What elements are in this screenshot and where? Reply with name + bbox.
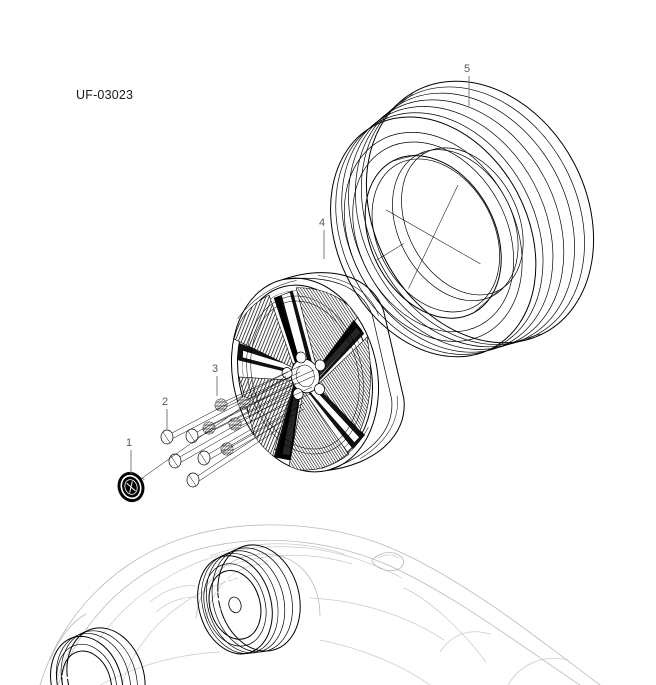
callout-4-number: 4 — [319, 217, 325, 229]
callout-1: 1 — [126, 437, 132, 474]
alloy-wheel-illustration — [230, 272, 405, 473]
callout-4: 4 — [319, 217, 325, 259]
callout-3-number: 3 — [212, 363, 218, 375]
vehicle-ghost-illustration — [39, 524, 601, 685]
center-cap-illustration — [117, 375, 287, 503]
callout-2-number: 2 — [162, 396, 168, 408]
callout-2: 2 — [162, 396, 168, 429]
callout-5-number: 5 — [464, 63, 470, 75]
vehicle-front-wheel — [197, 544, 301, 655]
wheel-bolt-set — [160, 371, 301, 488]
vehicle-second-wheel — [50, 627, 146, 685]
callout-5: 5 — [464, 63, 470, 106]
lug-nut-set — [202, 365, 315, 456]
tire-illustration — [330, 80, 595, 358]
fasteners-group — [160, 365, 315, 488]
callout-3: 3 — [212, 363, 218, 396]
callout-1-number: 1 — [126, 437, 132, 449]
callout-layer: 1 2 3 4 5 — [126, 63, 470, 474]
sheet-code-label: UF-03023 — [76, 88, 134, 102]
wheel-hub — [281, 351, 326, 400]
